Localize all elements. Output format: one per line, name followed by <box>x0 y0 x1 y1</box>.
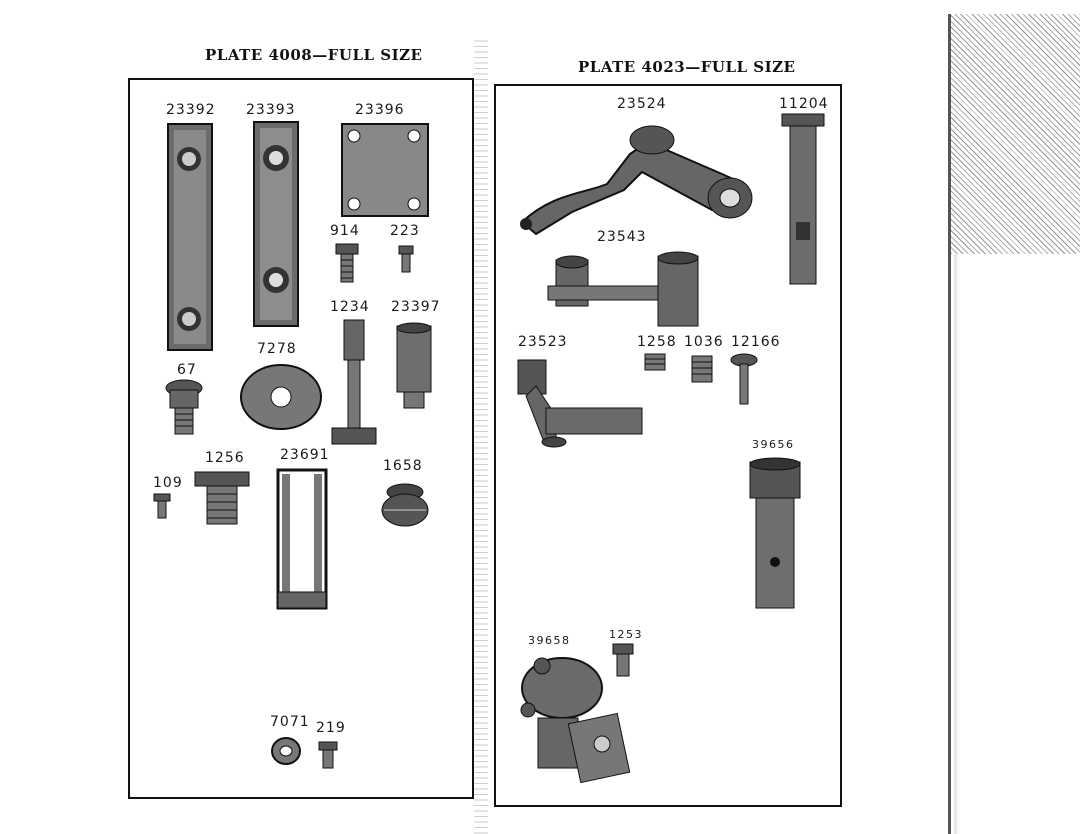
part-label-23691: 23691 <box>280 447 330 463</box>
screw-1253-illustration <box>612 643 634 677</box>
part-label-1256: 1256 <box>205 450 245 466</box>
spring-frame-23691-illustration <box>276 468 328 610</box>
part-label-39656: 39656 <box>752 438 795 451</box>
part-label-11204: 11204 <box>779 96 829 112</box>
thumb-screw-67-illustration <box>165 379 203 435</box>
bushing-23397-illustration <box>396 322 432 409</box>
cam-disc-7278-illustration <box>240 364 322 430</box>
part-label-223: 223 <box>390 223 420 239</box>
part-label-23397: 23397 <box>391 299 441 315</box>
binding-gutter <box>474 40 488 834</box>
knurled-nut-1658-illustration <box>381 483 429 527</box>
bar-plate-23392-illustration <box>167 123 213 351</box>
part-label-23523: 23523 <box>518 334 568 350</box>
part-label-23392: 23392 <box>166 102 216 118</box>
part-label-1036: 1036 <box>684 334 724 350</box>
right-plate-title: PLATE 4023—FULL SIZE <box>578 58 796 76</box>
part-label-23393: 23393 <box>246 102 296 118</box>
right-plate-frame <box>494 84 842 807</box>
part-label-1658: 1658 <box>383 458 423 474</box>
bracket-23543-illustration <box>547 251 699 327</box>
set-screw-1258-illustration <box>644 353 666 371</box>
washer-7071-illustration <box>271 737 301 765</box>
part-label-39658: 39658 <box>528 634 571 647</box>
part-label-1253: 1253 <box>609 628 643 641</box>
left-plate-frame <box>128 78 474 799</box>
crank-23523-illustration <box>517 359 643 448</box>
bushing-39656-illustration <box>749 457 801 609</box>
part-label-914: 914 <box>330 223 360 239</box>
set-screw-1036-illustration <box>691 355 713 383</box>
part-label-23524: 23524 <box>617 96 667 112</box>
part-label-219: 219 <box>316 720 346 736</box>
crank-arm-23524-illustration <box>520 125 753 236</box>
screw-109-illustration <box>153 493 171 519</box>
part-label-1258: 1258 <box>637 334 677 350</box>
square-plate-23396-illustration <box>341 123 429 217</box>
screw-223-illustration <box>398 245 414 273</box>
part-label-23396: 23396 <box>355 102 405 118</box>
part-label-7071: 7071 <box>270 714 310 730</box>
page-fold-line <box>948 14 951 834</box>
screw-219-illustration <box>318 741 338 769</box>
part-label-109: 109 <box>153 475 183 491</box>
shoulder-screw-1234-illustration <box>331 319 377 445</box>
bracket-clamp-39658-illustration <box>520 657 631 784</box>
screw-914-illustration <box>335 243 359 283</box>
part-label-67: 67 <box>177 362 197 378</box>
screw-1256-illustration <box>194 471 250 525</box>
part-label-12166: 12166 <box>731 334 781 350</box>
part-label-7278: 7278 <box>257 341 297 357</box>
pin-12166-illustration <box>730 353 758 405</box>
part-label-23543: 23543 <box>597 229 647 245</box>
shaft-11204-illustration <box>781 113 825 285</box>
adjacent-page-texture <box>951 14 1080 254</box>
left-plate-title: PLATE 4008—FULL SIZE <box>205 46 423 64</box>
part-label-1234: 1234 <box>330 299 370 315</box>
bar-plate-23393-illustration <box>253 121 299 327</box>
